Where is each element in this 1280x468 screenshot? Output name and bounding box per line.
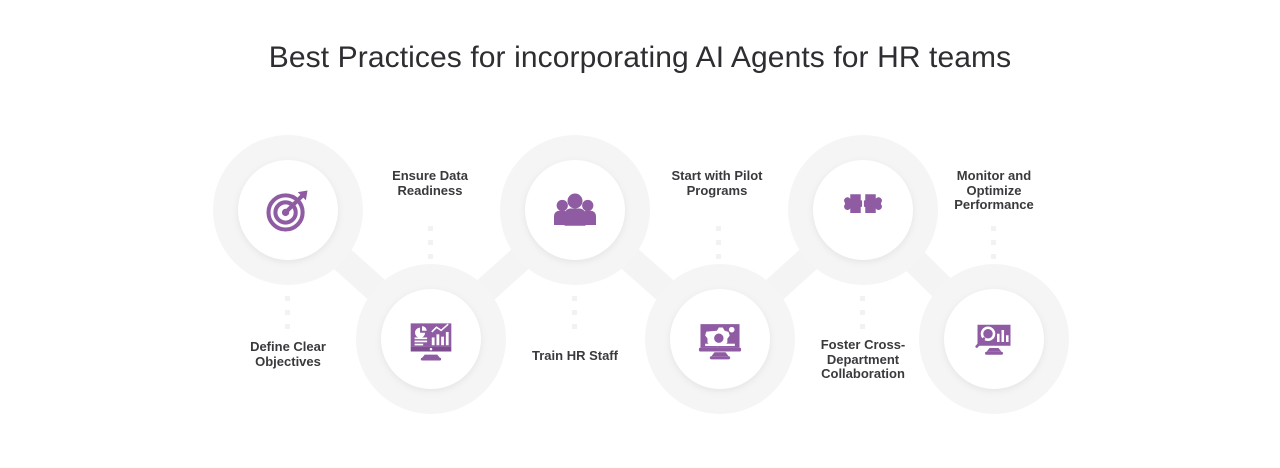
step-node-3-inner xyxy=(525,160,625,260)
step-node-5-inner xyxy=(813,160,913,260)
step-label-6-line-2: Optimize xyxy=(966,182,1022,198)
leader-line-4 xyxy=(716,226,721,259)
page-title: Best Practices for incorporating AI Agen… xyxy=(268,41,1012,74)
step-label-1: Define Clear Objectives xyxy=(203,339,373,369)
step-node-1-inner xyxy=(238,160,338,260)
step-node-6-inner xyxy=(944,289,1044,389)
puzzle-pieces-icon xyxy=(844,192,882,228)
step-label-2: Ensure Data Readiness xyxy=(345,168,515,198)
step-label-2-line-2: Readiness xyxy=(397,182,463,198)
leader-line-2 xyxy=(428,226,433,259)
step-label-2-line-1: Ensure Data xyxy=(392,168,468,183)
group-people-icon xyxy=(554,193,596,226)
step-label-4-line-2: Programs xyxy=(686,182,748,198)
step-label-5-line-1: Foster Cross- xyxy=(820,337,906,352)
dashboard-analytics-icon xyxy=(410,323,452,361)
step-node-1[interactable] xyxy=(213,135,363,285)
step-label-4: Start with Pilot Programs xyxy=(632,168,802,198)
target-arrow-icon xyxy=(266,190,308,232)
step-label-6-line-1: Monitor and xyxy=(956,168,1032,183)
monitor-gear-icon xyxy=(698,324,742,360)
step-label-1-line-2: Objectives xyxy=(255,353,321,369)
leader-line-5 xyxy=(860,296,865,329)
leader-line-1 xyxy=(285,296,290,329)
step-label-3-line-1: Train HR Staff xyxy=(532,348,618,363)
leader-line-3 xyxy=(572,296,577,329)
step-node-2-inner xyxy=(381,289,481,389)
step-label-5-line-3: Collaboration xyxy=(821,366,905,381)
leader-line-6 xyxy=(991,226,996,259)
step-label-3: Train HR Staff xyxy=(490,348,660,364)
step-label-4-line-1: Start with Pilot xyxy=(671,168,763,183)
step-node-4[interactable] xyxy=(645,264,795,414)
step-node-6[interactable] xyxy=(919,264,1069,414)
step-label-1-line-1: Define Clear xyxy=(250,339,326,354)
step-label-6-line-3: Performance xyxy=(954,197,1034,212)
monitor-search-chart-icon xyxy=(975,324,1011,355)
step-label-5-line-2: Department xyxy=(826,351,900,367)
step-label-6: Monitor and Optimize Performance xyxy=(909,168,1079,213)
step-node-5[interactable] xyxy=(788,135,938,285)
step-node-3[interactable] xyxy=(500,135,650,285)
step-node-2[interactable] xyxy=(356,264,506,414)
step-node-4-inner xyxy=(670,289,770,389)
step-label-5: Foster Cross- Department Collaboration xyxy=(778,337,948,382)
